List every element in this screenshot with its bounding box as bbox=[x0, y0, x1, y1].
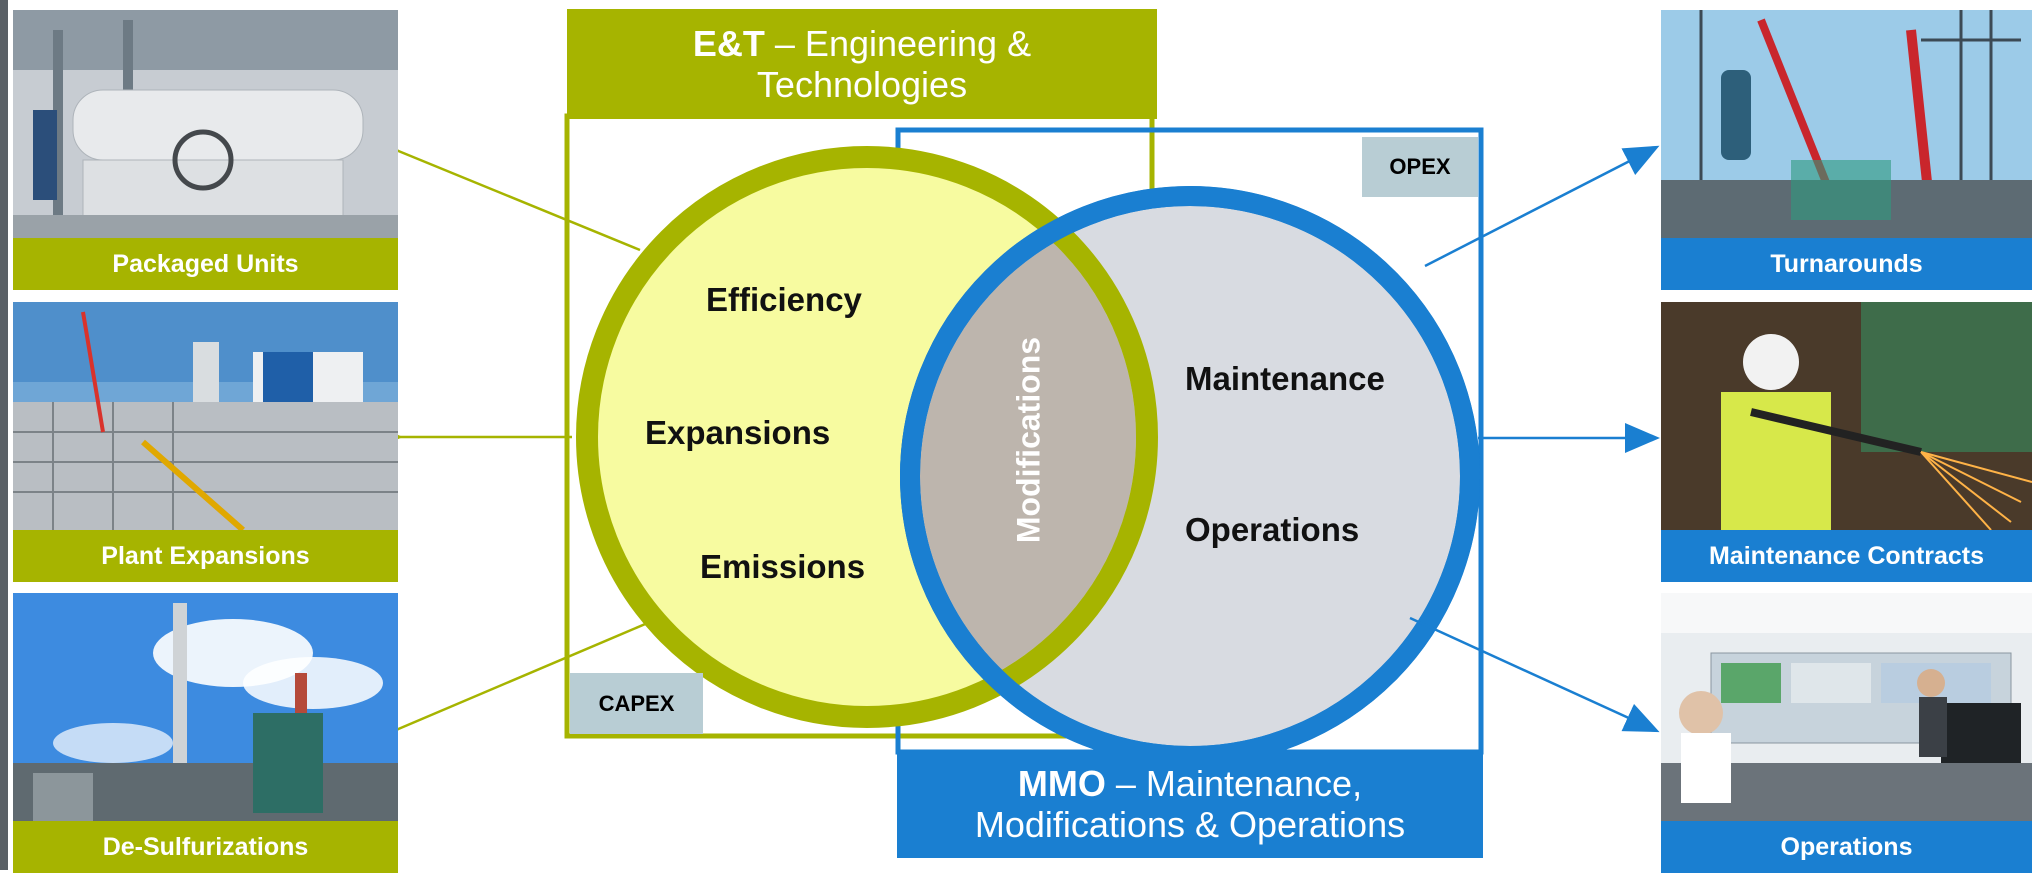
caption-packaged-units: Packaged Units bbox=[13, 238, 398, 290]
label-maintenance: Maintenance bbox=[1185, 360, 1385, 397]
et-title-line2: Technologies bbox=[756, 64, 968, 105]
card-plant-expansions[interactable]: Plant Expansions bbox=[13, 302, 398, 582]
plant-expansions-photo bbox=[13, 302, 398, 530]
et-title-box: E&T – Engineering & Technologies bbox=[567, 9, 1157, 119]
opex-tag: OPEX bbox=[1362, 137, 1478, 197]
label-modifications: Modifications bbox=[1010, 336, 1047, 544]
card-maintenance-contracts[interactable]: Maintenance Contracts bbox=[1661, 302, 2032, 582]
operations-photo bbox=[1661, 593, 2032, 821]
turnarounds-photo bbox=[1661, 10, 2032, 238]
card-de-sulfurizations[interactable]: De-Sulfurizations bbox=[13, 593, 398, 873]
mmo-abbr: MMO bbox=[1017, 762, 1106, 804]
arrow-to-de-sulfurizations bbox=[362, 620, 651, 756]
left-edge-strip bbox=[0, 0, 8, 870]
label-expansions: Expansions bbox=[645, 414, 831, 451]
mmo-title-line2: Modifications & Operations bbox=[974, 804, 1406, 845]
card-packaged-units[interactable]: Packaged Units bbox=[13, 10, 398, 290]
arrow-to-packaged-units bbox=[362, 124, 641, 252]
et-title-rest: – Engineering & bbox=[764, 22, 1032, 64]
caption-maintenance-contracts: Maintenance Contracts bbox=[1661, 530, 2032, 582]
et-abbr: E&T bbox=[692, 22, 765, 64]
et-title-line1: E&T – Engineering & bbox=[693, 23, 1031, 64]
card-operations[interactable]: Operations bbox=[1661, 593, 2032, 873]
caption-plant-expansions: Plant Expansions bbox=[13, 530, 398, 582]
label-emissions: Emissions bbox=[700, 548, 866, 585]
capex-tag: CAPEX bbox=[570, 673, 703, 734]
mmo-title-line1: MMO – Maintenance, bbox=[1018, 763, 1362, 804]
label-efficiency: Efficiency bbox=[706, 281, 862, 318]
label-operations: Operations bbox=[1185, 511, 1360, 548]
caption-operations: Operations bbox=[1661, 821, 2032, 873]
caption-de-sulfurizations: De-Sulfurizations bbox=[13, 821, 398, 873]
packaged-units-photo bbox=[13, 10, 398, 238]
arrow-to-operations bbox=[1409, 616, 1660, 733]
maintenance-contracts-photo bbox=[1661, 302, 2032, 530]
de-sulfurizations-photo bbox=[13, 593, 398, 821]
mmo-title-rest: – Maintenance, bbox=[1105, 762, 1363, 804]
caption-turnarounds: Turnarounds bbox=[1661, 238, 2032, 290]
arrow-to-turnarounds bbox=[1424, 145, 1660, 268]
mmo-title-box: MMO – Maintenance, Modifications & Opera… bbox=[897, 750, 1483, 858]
overlap-region bbox=[920, 206, 1136, 706]
card-turnarounds[interactable]: Turnarounds bbox=[1661, 10, 2032, 290]
